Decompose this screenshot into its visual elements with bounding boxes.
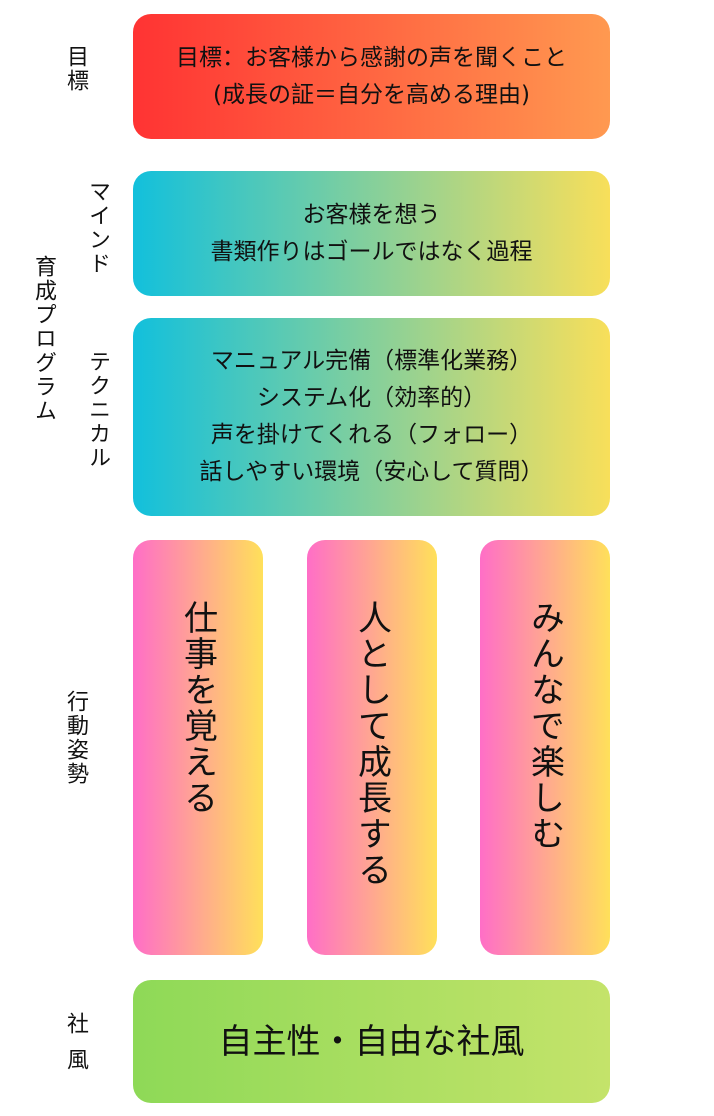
- behavior-column: みんなで楽しむ: [480, 540, 610, 955]
- goal-line: 目標：お客様から感謝の声を聞くこと: [176, 44, 567, 71]
- label-technical: テクニカル: [85, 350, 110, 470]
- behavior-text: 仕事を覚える: [177, 600, 218, 816]
- label-goal: 目標: [63, 45, 88, 93]
- technical-line: システム化（効率的）: [256, 385, 487, 411]
- behavior-column: 人として成長する: [307, 540, 437, 955]
- mind-box: お客様を想う 書類作りはゴールではなく過程: [133, 171, 610, 296]
- label-mind: マインド: [85, 180, 110, 276]
- behavior-text: 人として成長する: [351, 600, 392, 888]
- mind-line: お客様を想う: [302, 201, 441, 228]
- culture-text: 自主性・自由な社風: [218, 1021, 525, 1062]
- technical-line: 話しやすい環境（安心して質問）: [199, 459, 544, 485]
- technical-line: マニュアル完備（標準化業務）: [210, 348, 533, 374]
- label-behavior: 行動姿勢: [63, 690, 88, 786]
- mind-line: 書類作りはゴールではなく過程: [210, 238, 533, 265]
- goal-box: 目標：お客様から感謝の声を聞くこと (成長の証＝自分を高める理由): [133, 14, 610, 139]
- technical-box: マニュアル完備（標準化業務） システム化（効率的） 声を掛けてくれる（フォロー）…: [133, 318, 610, 516]
- label-program: 育成プログラム: [31, 255, 56, 423]
- culture-box: 自主性・自由な社風: [133, 980, 610, 1103]
- behavior-column: 仕事を覚える: [133, 540, 263, 955]
- label-culture: 社風: [63, 1012, 88, 1084]
- goal-line: (成長の証＝自分を高める理由): [213, 81, 530, 108]
- behavior-text: みんなで楽しむ: [524, 600, 565, 852]
- technical-line: 声を掛けてくれる（フォロー）: [210, 422, 533, 448]
